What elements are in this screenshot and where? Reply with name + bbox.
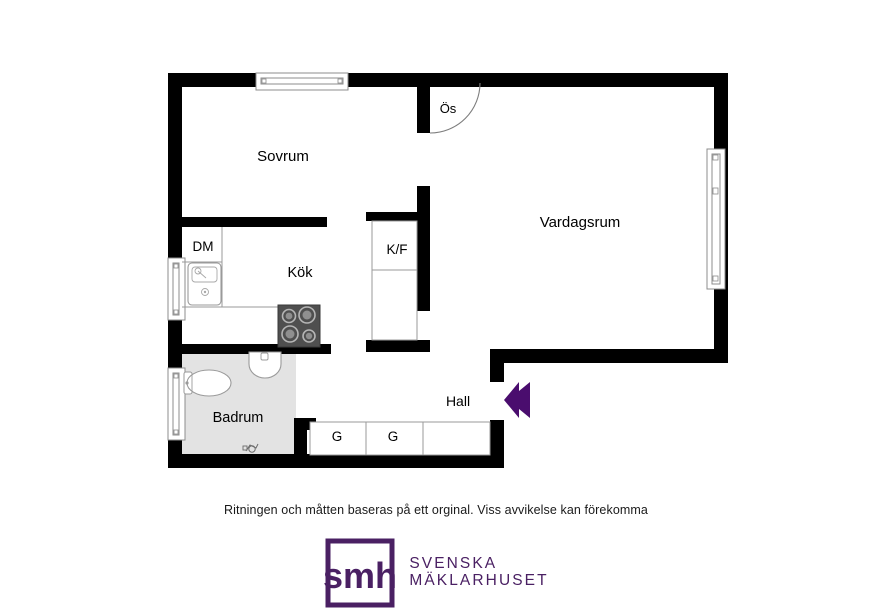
floor-drain-icon: [242, 443, 259, 453]
wall-kf-bottom: [366, 340, 430, 352]
wall-badrum-right: [294, 418, 307, 468]
wall-kf-top: [366, 212, 417, 221]
room-label-kf: K/F: [386, 242, 407, 257]
wall-exterior-top: [168, 73, 728, 87]
brand-logo: smh SVENSKA MÄKLARHUSET: [0, 536, 872, 610]
window-kok-left: [167, 257, 186, 321]
room-label-badrum: Badrum: [213, 410, 264, 426]
wall-hall-right-lower: [490, 420, 504, 468]
wall-sovrum-bottom: [182, 217, 327, 227]
wall-kf-right: [417, 186, 430, 311]
wall-hall-right-upper: [490, 349, 504, 382]
brand-wordmark-line1: SVENSKA: [409, 554, 498, 572]
door-os: [429, 82, 481, 134]
washbasin-icon: [248, 351, 282, 379]
room-label-sovrum: Sovrum: [257, 148, 309, 165]
cooktop-icon: [277, 304, 321, 348]
window-badrum-left: [167, 367, 186, 441]
room-label-garderob-1: G: [332, 429, 343, 444]
wall-os-bottom-stub: [417, 120, 430, 133]
room-label-os: Ös: [440, 101, 457, 116]
wall-vardagsrum-bottom: [490, 349, 728, 363]
smh-logo-mark: smh: [323, 536, 397, 610]
window-vardagsrum-right: [706, 148, 726, 290]
toilet-icon: [183, 369, 232, 397]
arrow-left-icon: [504, 382, 530, 418]
smh-logo-text: smh: [323, 555, 397, 596]
wall-os-left: [417, 73, 430, 133]
plan-caption: Ritningen och måtten baseras på ett orgi…: [224, 503, 648, 517]
wall-kok-bottom: [182, 344, 331, 354]
brand-wordmark: SVENSKA MÄKLARHUSET: [409, 555, 548, 592]
window-sovrum-top: [255, 72, 349, 91]
wardrobe-units: [309, 421, 491, 456]
room-label-dm: DM: [193, 239, 214, 254]
sink-icon: [187, 262, 222, 306]
wall-exterior-bottom: [168, 454, 504, 468]
smh-logo-svg: smh: [323, 538, 397, 608]
brand-wordmark-line2: MÄKLARHUSET: [409, 572, 549, 589]
room-label-hall: Hall: [446, 393, 470, 409]
room-label-garderob-2: G: [388, 429, 399, 444]
room-label-kok: Kök: [288, 265, 314, 281]
fridge-freezer-unit: [371, 220, 418, 341]
room-label-vardagsrum: Vardagsrum: [540, 214, 621, 231]
